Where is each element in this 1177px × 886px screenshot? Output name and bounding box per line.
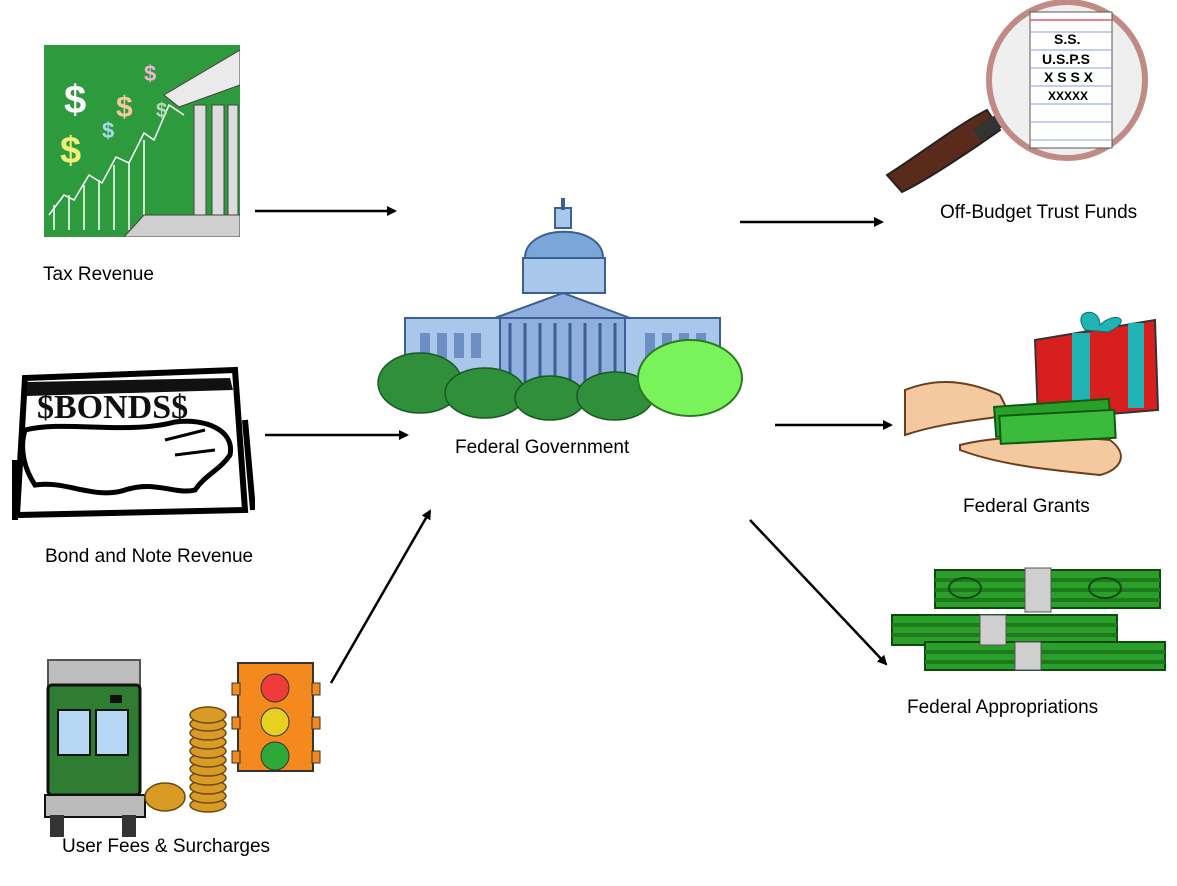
label-bond-note-revenue: Bond and Note Revenue — [45, 546, 254, 567]
label-federal-grants: Federal Grants — [963, 496, 1090, 517]
arrow-fees-to-government — [329, 509, 432, 684]
label-federal-appropriations: Federal Appropriations — [907, 697, 1099, 718]
svg-text:$: $ — [64, 78, 86, 122]
svg-text:$: $ — [156, 100, 167, 122]
svg-text:$: $ — [102, 118, 114, 143]
arrow-government-to-appropriations — [749, 519, 888, 666]
svg-text:$: $ — [116, 91, 133, 124]
bonds-icon: $BONDS$ — [12, 366, 255, 520]
svg-text:$: $ — [60, 130, 81, 172]
document-line-4: XXXXX — [1048, 89, 1088, 103]
document-line-1: S.S. — [1054, 31, 1080, 47]
label-off-budget: Off-Budget Trust Funds — [940, 202, 1138, 223]
label-user-fees: User Fees & Surcharges — [62, 836, 271, 857]
document-line-3: X S S X — [1044, 69, 1094, 85]
capitol-icon — [377, 198, 743, 421]
off-budget-icon: S.S. U.S.P.S X S S X XXXXX — [885, 0, 1148, 194]
federal-appropriations-icon — [891, 567, 1166, 671]
tax-revenue-icon: $ $ $ $ $ $ — [44, 45, 240, 237]
label-federal-government: Federal Government — [455, 437, 630, 458]
user-fees-icon — [44, 659, 321, 837]
document-line-2: U.S.P.S — [1042, 51, 1090, 67]
bonds-banner: $BONDS$ — [37, 389, 188, 426]
label-tax-revenue: Tax Revenue — [43, 264, 154, 285]
svg-text:$: $ — [144, 61, 156, 86]
federal-grants-icon — [904, 311, 1160, 477]
